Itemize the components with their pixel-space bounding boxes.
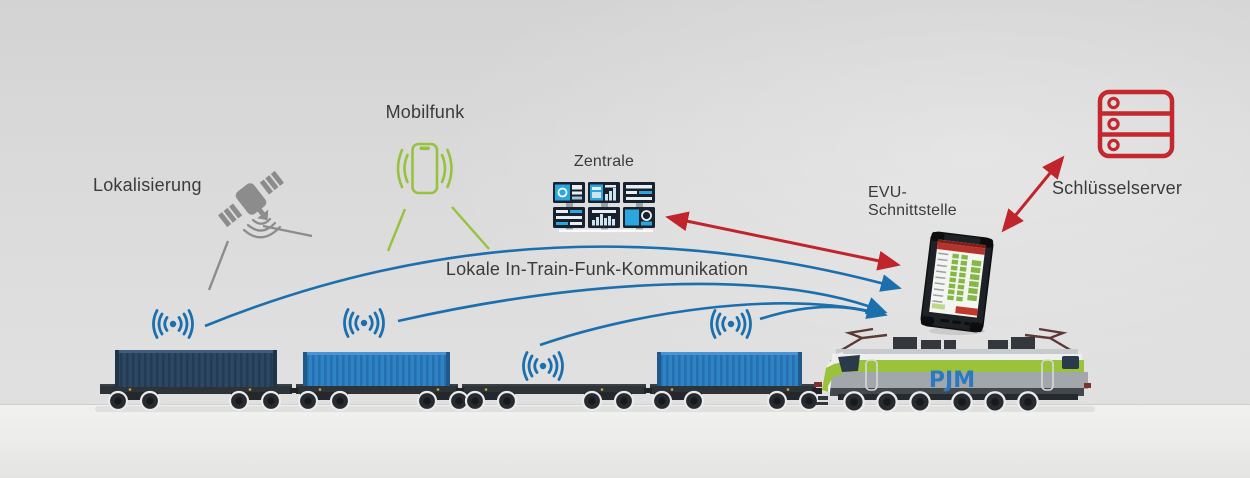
container-blue-2 — [657, 352, 802, 386]
label-evu-line1: EVU- — [868, 184, 908, 201]
pantograph-icon — [839, 327, 1073, 353]
radio-antenna-icon — [343, 308, 385, 338]
container-dark — [115, 350, 277, 387]
smartphone-signal-icon — [396, 142, 453, 195]
loco-logo: PJM — [929, 368, 975, 393]
label-evu-schnittstelle: EVU- Schnittstelle — [868, 184, 957, 219]
label-in-train-funk: Lokale In-Train-Funk-Kommunikation — [445, 259, 749, 279]
label-mobilfunk: Mobilfunk — [385, 102, 465, 122]
container-blue-1 — [303, 352, 450, 386]
radio-antenna-icon — [152, 309, 194, 339]
radio-antenna-icon — [710, 309, 752, 339]
label-schluesselserver: Schlüsselserver — [1051, 178, 1183, 198]
wagon-platforms — [100, 384, 822, 400]
label-zentrale: Zentrale — [573, 153, 635, 170]
red-arrows — [665, 155, 1065, 271]
roof-equipment — [893, 337, 1035, 350]
monitor-wall-icon — [553, 182, 655, 233]
blue-arc-antenna2 — [397, 282, 888, 323]
label-lokalisierung: Lokalisierung — [93, 175, 202, 195]
radio-antenna-icon — [522, 351, 564, 381]
blue-arc-antenna4 — [759, 305, 881, 321]
key-server-icon — [1097, 89, 1175, 159]
tablet-device — [920, 231, 994, 335]
arrow-tablet-keyserver — [1001, 155, 1065, 233]
satellite-icon — [218, 170, 284, 239]
mobilfunk-links — [386, 206, 490, 252]
satellite-links — [207, 224, 313, 291]
label-evu-line2: Schnittstelle — [868, 201, 957, 219]
freight-train: PJM — [100, 308, 1091, 413]
arrow-zentrale-tablet — [665, 211, 901, 271]
locomotive: PJM — [814, 327, 1091, 413]
